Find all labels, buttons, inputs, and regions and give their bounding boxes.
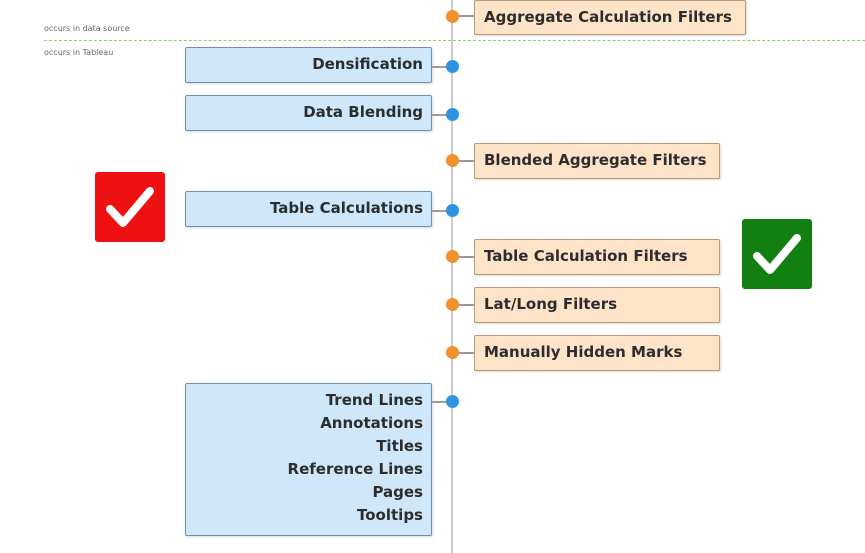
step-dot — [446, 10, 459, 23]
step-blended-aggregate-filters: Blended Aggregate Filters — [474, 143, 720, 179]
step-dot — [446, 395, 459, 408]
step-dot — [446, 60, 459, 73]
final-item-tooltips: Tooltips — [357, 506, 423, 524]
connector — [458, 304, 474, 306]
final-item-reference-lines: Reference Lines — [287, 460, 423, 478]
checkmark-icon — [106, 187, 154, 227]
step-dot — [446, 154, 459, 167]
connector — [458, 256, 474, 258]
green-check-badge — [742, 219, 812, 289]
connector — [432, 210, 448, 212]
zone-divider — [44, 40, 865, 41]
step-data-blending: Data Blending — [185, 95, 432, 131]
data-source-zone-label: occurs in data source — [44, 24, 130, 33]
final-item-annotations: Annotations — [320, 414, 423, 432]
final-item-trend-lines: Trend Lines — [325, 391, 423, 409]
step-aggregate-calculation-filters: Aggregate Calculation Filters — [474, 0, 746, 35]
checkmark-icon — [753, 234, 801, 274]
final-item-titles: Titles — [376, 437, 423, 455]
step-table-calculation-filters: Table Calculation Filters — [474, 239, 720, 275]
connector — [432, 66, 448, 68]
step-manually-hidden-marks: Manually Hidden Marks — [474, 335, 720, 371]
connector — [458, 160, 474, 162]
step-final-elements: Trend Lines Annotations Titles Reference… — [185, 383, 432, 536]
connector — [458, 352, 474, 354]
step-dot — [446, 346, 459, 359]
connector — [432, 401, 448, 403]
step-dot — [446, 250, 459, 263]
step-densification: Densification — [185, 47, 432, 83]
connector — [432, 114, 448, 116]
step-dot — [446, 204, 459, 217]
connector — [458, 15, 474, 17]
step-lat-long-filters: Lat/Long Filters — [474, 287, 720, 323]
final-item-pages: Pages — [372, 483, 423, 501]
tableau-zone-label: occurs in Tableau — [44, 48, 114, 57]
red-check-badge — [95, 172, 165, 242]
step-dot — [446, 108, 459, 121]
timeline-axis — [451, 0, 453, 553]
step-table-calculations: Table Calculations — [185, 191, 432, 227]
step-dot — [446, 298, 459, 311]
